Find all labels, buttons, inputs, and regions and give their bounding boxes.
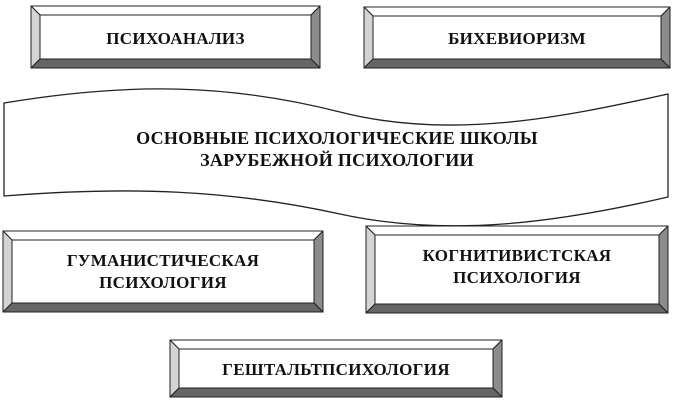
bevel-top (30, 5, 321, 16)
box-humanistic-label-line1: ГУМАНИСТИЧЕСКАЯ (67, 251, 259, 270)
bevel-bottom (30, 58, 321, 69)
bevel-top (363, 6, 671, 17)
box-gestalt: ГЕШТАЛЬТПСИХОЛОГИЯ (169, 339, 503, 398)
box-gestalt-frame (169, 339, 503, 398)
bevel-left (169, 339, 180, 398)
banner-shape (3, 88, 669, 227)
banner-title-line2: ЗАРУБЕЖНОЙ ПСИХОЛОГИИ (200, 149, 474, 170)
box-psychoanalysis: ПСИХОАНАЛИЗ (30, 5, 321, 69)
box-cognitive: КОГНИТИВИСТСКАЯ ПСИХОЛОГИЯ (365, 225, 669, 314)
box-cognitive-label-line1: КОГНИТИВИСТСКАЯ (423, 246, 612, 265)
box-gestalt-label: ГЕШТАЛЬТПСИХОЛОГИЯ (222, 360, 450, 379)
bevel-bottom (363, 58, 671, 69)
bevel-left (365, 225, 376, 314)
bevel-face (374, 234, 660, 305)
box-humanistic-label-line2: ПСИХОЛОГИЯ (99, 273, 227, 292)
bevel-face (39, 14, 312, 60)
bevel-right (660, 6, 671, 69)
bevel-right (313, 230, 324, 313)
bevel-bottom (2, 302, 324, 313)
bevel-right (492, 339, 503, 398)
bevel-left (2, 230, 13, 313)
bevel-left (30, 5, 41, 69)
box-psychoanalysis-frame (30, 5, 321, 69)
bevel-right (658, 225, 669, 314)
bevel-bottom (365, 303, 669, 314)
box-humanistic: ГУМАНИСТИЧЕСКАЯ ПСИХОЛОГИЯ (2, 230, 324, 313)
box-humanistic-frame (2, 230, 324, 313)
bevel-top (169, 339, 503, 350)
bevel-face (178, 348, 494, 389)
banner-title-line1: ОСНОВНЫЕ ПСИХОЛОГИЧЕСКИЕ ШКОЛЫ (136, 128, 538, 148)
box-behaviorism-frame (363, 6, 671, 69)
bevel-face (372, 15, 662, 60)
bevel-face (11, 239, 315, 304)
box-behaviorism: БИХЕВИОРИЗМ (363, 6, 671, 69)
bevel-top (2, 230, 324, 241)
bevel-left (363, 6, 374, 69)
box-cognitive-label-line2: ПСИХОЛОГИЯ (453, 268, 581, 287)
box-behaviorism-label: БИХЕВИОРИЗМ (448, 29, 586, 48)
box-cognitive-frame (365, 225, 669, 314)
bevel-right (310, 5, 321, 69)
box-psychoanalysis-label: ПСИХОАНАЛИЗ (106, 29, 244, 48)
banner: ОСНОВНЫЕ ПСИХОЛОГИЧЕСКИЕ ШКОЛЫ ЗАРУБЕЖНО… (3, 88, 669, 227)
bevel-bottom (169, 387, 503, 398)
bevel-top (365, 225, 669, 236)
